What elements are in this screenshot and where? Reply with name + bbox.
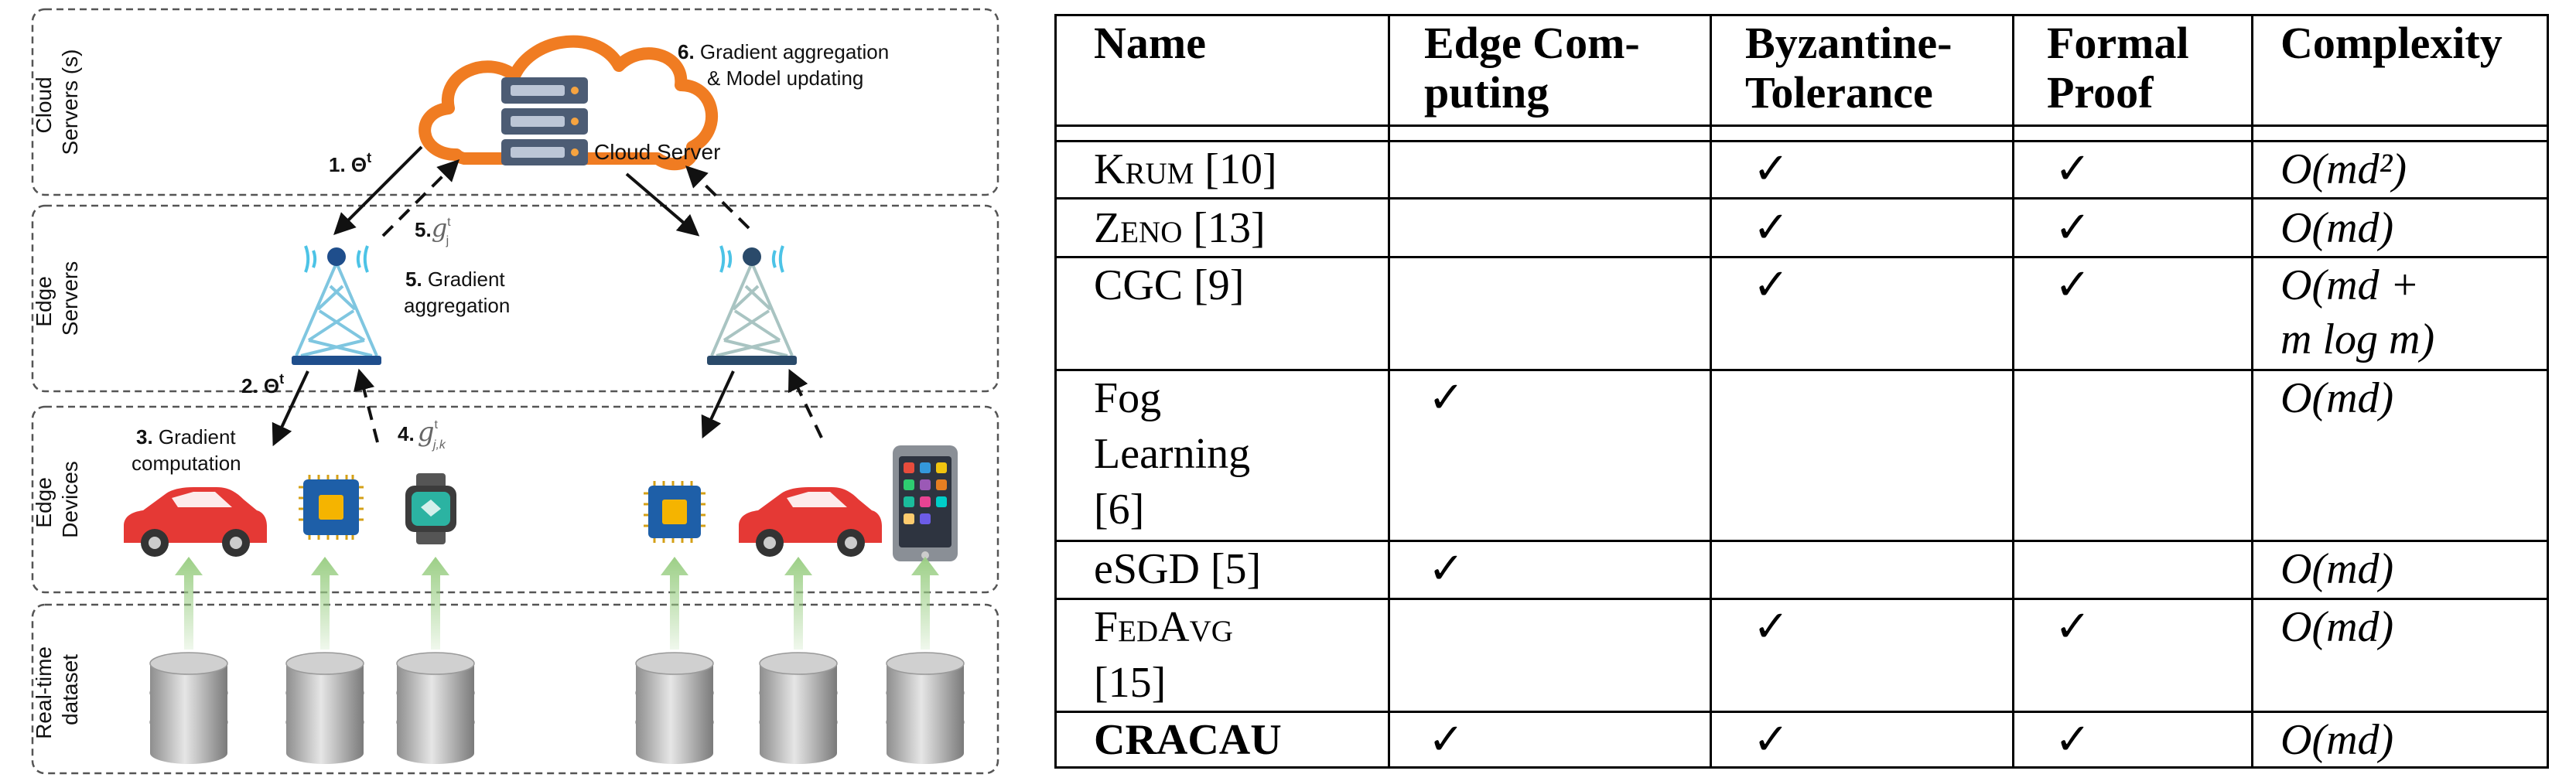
header-byz-line2: Tolerance	[1745, 67, 1933, 118]
row-fog-name-line1: Fog	[1094, 374, 1162, 422]
row-zeno-byz: ✓	[1753, 204, 1789, 252]
chip-icon-right	[644, 481, 705, 543]
database-icon	[886, 652, 965, 764]
edge-server-layer-label: Edge Servers	[32, 261, 82, 336]
arrow-cloud-to-edge-right	[625, 172, 700, 237]
col-separator	[1710, 16, 1712, 766]
step3-label: 3. Gradient computation	[132, 425, 241, 475]
row-fedavg-byz: ✓	[1753, 603, 1789, 651]
database-icon	[635, 652, 714, 764]
smartphone-icon	[893, 445, 958, 561]
header-rule	[1057, 140, 2547, 142]
arrow-device-to-edge-right	[787, 368, 823, 438]
edge-device-layer-box	[31, 405, 999, 594]
arrow-edge-right-to-cloud	[685, 165, 750, 230]
row-cgc-complexity-line2: m log m)	[2280, 315, 2435, 363]
step1-label: 1. Θt	[329, 150, 371, 176]
dataset-layer-label: Real-time dataset	[32, 640, 82, 739]
row-krum-formal: ✓	[2055, 145, 2091, 193]
edge-learning-diagram: Cloud Servers (s) Edge Servers Edge Devi…	[0, 0, 1013, 781]
row-rule	[1057, 598, 2547, 600]
arrow-cloud-to-edge-left	[333, 145, 423, 235]
cloud-server-label: Cloud Server	[594, 140, 720, 164]
edge-device-layer-label: Edge Devices	[32, 461, 82, 538]
database-icon	[396, 652, 475, 764]
step6-label: 6. Gradient aggregation & Model updating	[678, 40, 894, 90]
database-icon	[759, 652, 838, 764]
row-cracau-edge: ✓	[1428, 716, 1464, 764]
col-separator	[2251, 16, 2253, 766]
row-fedavg-formal: ✓	[2055, 603, 2091, 651]
row-rule	[1057, 197, 2547, 200]
row-esgd-edge: ✓	[1428, 545, 1464, 593]
edge-server-tower-left	[292, 245, 381, 365]
header-rule	[1057, 124, 2547, 127]
header-byz-line1: Byzantine-	[1745, 18, 1952, 68]
step2-label: 2. Θt	[241, 371, 284, 397]
car-icon-right	[739, 487, 882, 557]
cloud-layer-box	[31, 8, 999, 196]
row-cgc-name: CGC [9]	[1094, 261, 1245, 309]
row-rule	[1057, 256, 2547, 258]
car-icon-left	[124, 487, 267, 557]
row-esgd-complexity: O(md)	[2280, 545, 2394, 593]
header-formal-line2: Proof	[2047, 67, 2154, 118]
row-rule	[1057, 540, 2547, 542]
row-fog-edge: ✓	[1428, 374, 1464, 422]
dataset-layer-box	[31, 603, 999, 775]
data-flow-arrows	[175, 557, 939, 650]
row-esgd-name: eSGD [5]	[1094, 545, 1262, 593]
col-separator	[1388, 16, 1390, 766]
row-fedavg-name-line2: [15]	[1094, 659, 1167, 707]
row-fog-complexity: O(md)	[2280, 374, 2394, 422]
arrow-edge-right-to-device	[701, 370, 735, 439]
row-cgc-byz: ✓	[1753, 261, 1789, 309]
arrow-edge-left-to-device	[272, 370, 309, 447]
row-cracau-formal: ✓	[2055, 716, 2091, 764]
row-rule	[1057, 711, 2547, 713]
header-edge-line1: Edge Com-	[1424, 18, 1640, 68]
arrow-edge-left-to-cloud	[381, 159, 460, 237]
row-rule	[1057, 369, 2547, 371]
arrow-device-to-edge-left	[353, 368, 379, 443]
row-krum-name: Krum [10]	[1094, 145, 1277, 193]
header-edge-line2: puting	[1424, 67, 1549, 118]
edge-server-layer-box	[31, 204, 999, 393]
cloud-layer-label: Cloud Servers (s)	[32, 49, 82, 155]
cloud-server-icon	[501, 77, 588, 165]
row-cracau-byz: ✓	[1753, 716, 1789, 764]
edge-server-tower-right	[707, 245, 797, 365]
database-icon	[285, 652, 364, 764]
chip-icon-left	[299, 475, 364, 540]
comparison-table: Name Edge Com- puting Byzantine- Toleran…	[1054, 14, 2549, 769]
row-fog-name-line3: [6]	[1094, 486, 1145, 534]
row-krum-byz: ✓	[1753, 145, 1789, 193]
database-icons	[149, 652, 965, 764]
database-icon	[149, 652, 228, 764]
row-zeno-formal: ✓	[2055, 204, 2091, 252]
header-name: Name	[1094, 18, 1206, 68]
row-cgc-formal: ✓	[2055, 261, 2091, 309]
row-cgc-complexity-line1: O(md +	[2280, 261, 2420, 309]
row-krum-complexity: O(md²)	[2280, 145, 2407, 193]
header-formal-line1: Formal	[2047, 18, 2189, 68]
header-complexity: Complexity	[2280, 18, 2503, 68]
row-cracau-complexity: O(md)	[2280, 716, 2394, 764]
row-fog-name-line2: Learning	[1094, 430, 1251, 478]
row-fedavg-complexity: O(md)	[2280, 603, 2394, 651]
row-zeno-name: Zeno [13]	[1094, 204, 1266, 252]
row-zeno-complexity: O(md)	[2280, 204, 2394, 252]
row-fedavg-name-line1: FedAvg	[1094, 603, 1233, 651]
step5b-label: 5. Gradient aggregation	[404, 268, 511, 317]
col-separator	[2012, 16, 2014, 766]
smartwatch-icon	[405, 473, 456, 544]
row-cracau-name: CRACAU	[1094, 716, 1282, 764]
